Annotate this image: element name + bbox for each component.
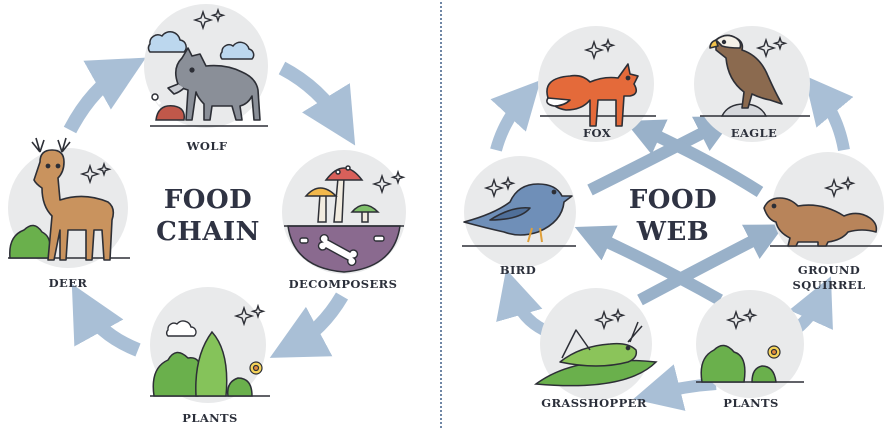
eagle-node (694, 26, 810, 142)
label-ground-squirrel: GROUND SQUIRREL (793, 263, 866, 293)
arrow-wolf-to-decomposers (278, 61, 356, 146)
arrow-plants-to-bird (574, 225, 723, 306)
ground-squirrel-node (763, 152, 884, 264)
label-decomposers: DECOMPOSERS (288, 277, 398, 291)
web-plants-node (696, 290, 804, 398)
sparkle-icon (79, 161, 112, 185)
arrow-bird-to-fox (490, 80, 541, 152)
food-chain-title-line1: FOOD (163, 185, 253, 215)
label-deer: DEER (48, 276, 88, 290)
grasshopper-node (533, 288, 658, 400)
sparkle-icon (725, 307, 758, 331)
bush-icon (700, 344, 777, 383)
cloud-icon (166, 320, 197, 337)
arrow-plants-to-deer (71, 283, 141, 357)
wolf-node (144, 4, 268, 128)
section-divider (440, 2, 442, 428)
food-chain-title: FOOD CHAIN (156, 184, 260, 248)
bush-icon (152, 330, 253, 397)
food-web-title-line1: FOOD (628, 185, 718, 215)
deer-node (8, 137, 130, 268)
arrow-deer-to-wolf (63, 57, 146, 134)
label-bird: BIRD (499, 263, 537, 277)
leaf (533, 359, 658, 387)
fox-icon (546, 63, 639, 127)
arrow-plants-to-grasshopper (633, 364, 717, 411)
mushroom-icon (304, 165, 380, 223)
label-fox: FOX (582, 126, 612, 140)
web-cross-arrows (574, 116, 785, 306)
label-eagle: EAGLE (730, 126, 778, 140)
grasshopper-icon (559, 321, 643, 367)
sparkle-icon (823, 175, 856, 199)
eagle-icon (709, 34, 783, 109)
sparkle-icon (483, 175, 516, 199)
chain-plants-node (150, 287, 270, 403)
arrow-squirrel-to-fox (624, 119, 764, 198)
fox-node (538, 26, 656, 142)
chain-arrows (63, 57, 356, 358)
deer-icon (31, 137, 115, 261)
label-chain-plants: PLANTS (182, 411, 238, 425)
food-web-title-line2: WEB (636, 217, 710, 247)
arrow-decomposers-to-plants (269, 292, 349, 358)
sparkle-icon (192, 7, 226, 31)
arrow-bird-to-eagle (587, 116, 735, 196)
arrow-squirrel-to-eagle (804, 75, 854, 152)
food-chain-title-line2: CHAIN (156, 217, 260, 247)
sparkle-icon (583, 37, 616, 61)
sparkle-icon (233, 303, 266, 327)
label-ground-squirrel-line1: GROUND (797, 263, 861, 277)
arrow-grasshopper-to-squirrel (637, 224, 785, 306)
label-web-plants: PLANTS (723, 396, 779, 410)
food-web-title: FOOD WEB (629, 184, 717, 248)
bone-icon (299, 234, 385, 266)
meat-icon (151, 93, 186, 121)
squirrel-icon (763, 197, 878, 247)
decomposers-node (282, 150, 406, 274)
wolf-icon (167, 47, 261, 121)
label-grasshopper: GRASSHOPPER (541, 396, 647, 410)
bird-icon (463, 183, 573, 243)
arrow-grasshopper-to-bird (496, 269, 547, 336)
label-ground-squirrel-line2: SQUIRREL (792, 278, 866, 292)
bird-node (462, 156, 576, 268)
label-wolf: WOLF (186, 139, 228, 153)
sparkle-icon (755, 35, 788, 59)
flower-icon (767, 345, 781, 359)
sparkle-icon (371, 169, 406, 195)
cloud-icon (147, 31, 255, 60)
flower-icon (249, 361, 263, 375)
sparkle-icon (593, 307, 626, 331)
